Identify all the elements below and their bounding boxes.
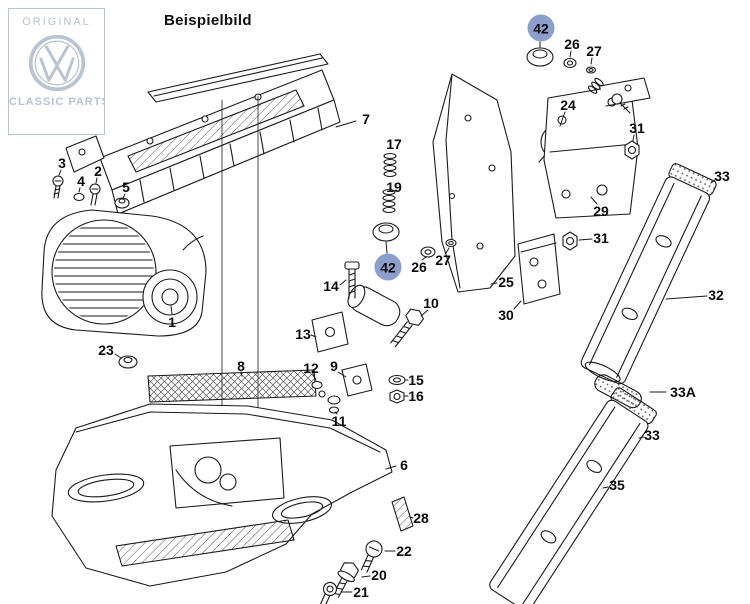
part-cover-strip <box>147 53 329 103</box>
part-label: 1 <box>168 314 176 330</box>
part-label: 15 <box>408 372 424 388</box>
part-6-dash-frame <box>51 403 393 587</box>
part-flap-cylinder <box>347 284 401 327</box>
part-label: 6 <box>400 457 408 473</box>
spring-top-right <box>587 77 604 94</box>
vw-logo-icon <box>28 34 85 92</box>
part-14-screw <box>344 261 360 299</box>
part-30-bracket <box>517 233 561 305</box>
part-19-spring <box>382 188 396 214</box>
part-label: 24 <box>560 97 576 113</box>
part-4-grommet <box>73 192 85 202</box>
part-label: 8 <box>237 358 245 374</box>
part-label: 31 <box>629 120 645 136</box>
part-label: 7 <box>362 111 370 127</box>
part-8-mesh-screen <box>147 369 317 403</box>
part-7-housing-shell <box>65 69 341 215</box>
part-label: 30 <box>498 307 514 323</box>
part-31-nut-lower <box>562 231 578 251</box>
part-label: 31 <box>593 230 609 246</box>
part-label: 20 <box>371 567 387 583</box>
part-23-grommet <box>118 355 138 369</box>
part-11-rings <box>327 395 341 414</box>
part-31-nut-upper <box>624 140 640 160</box>
part-label: 32 <box>708 287 724 303</box>
part-29-mounting-bracket <box>543 77 651 219</box>
part-label-highlighted: 42 <box>527 14 555 42</box>
part-label: 27 <box>435 252 451 268</box>
part-label: 14 <box>323 278 339 294</box>
screw-top-right <box>611 93 631 114</box>
part-label: 5 <box>122 179 130 195</box>
part-label: 26 <box>564 36 580 52</box>
part-label-highlighted: 42 <box>374 253 402 281</box>
part-label: 25 <box>498 274 514 290</box>
part-1-blower-assembly <box>41 209 207 337</box>
part-20-bolt <box>332 562 359 598</box>
part-label: 17 <box>386 136 402 152</box>
part-label: 4 <box>77 173 85 189</box>
watermark-original-text: ORIGINAL <box>22 16 91 28</box>
part-12-hardware <box>311 380 326 398</box>
part-label: 12 <box>303 360 319 376</box>
part-label: 33 <box>714 168 730 184</box>
part-17-clip <box>383 152 397 178</box>
watermark-classic-parts-text: CLASSIC PARTS <box>9 96 105 108</box>
part-2-screw <box>89 183 101 206</box>
part-label: 11 <box>331 413 347 429</box>
part-label: 13 <box>295 326 311 342</box>
part-15-washer <box>388 374 406 386</box>
part-label: 22 <box>396 543 412 559</box>
part-25-side-panel <box>432 73 516 293</box>
part-10-bolt <box>390 308 424 348</box>
part-3-screw <box>52 175 64 199</box>
part-42-grommet-top <box>526 47 554 67</box>
leader-lines <box>58 41 716 593</box>
part-label: 29 <box>593 203 609 219</box>
part-label: 28 <box>413 510 429 526</box>
part-22-screw <box>360 540 383 573</box>
part-label: 33A <box>670 384 696 400</box>
part-16-nut <box>389 389 405 404</box>
part-label: 10 <box>423 295 439 311</box>
part-label: 27 <box>586 43 602 59</box>
part-21-screw <box>319 581 338 604</box>
part-27-washer-top <box>585 66 597 74</box>
part-9-bracket <box>341 363 373 397</box>
part-35-air-channel-lower <box>489 387 657 604</box>
page-title: Beispielbild <box>164 12 252 29</box>
part-26-washer-center <box>420 246 436 258</box>
part-label: 9 <box>330 358 338 374</box>
part-label: 3 <box>58 155 66 171</box>
part-label: 23 <box>98 342 114 358</box>
part-label: 19 <box>386 179 402 195</box>
part-13-bracket <box>311 311 349 353</box>
part-5-grommet <box>114 197 130 209</box>
part-42-grommet-center <box>372 222 400 242</box>
part-label: 26 <box>411 259 427 275</box>
part-28-seal-strip <box>391 496 414 532</box>
part-27-washer-center <box>445 238 457 248</box>
part-26-washer-top <box>563 57 577 69</box>
vw-classic-parts-watermark: ORIGINAL CLASSIC PARTS <box>8 8 105 135</box>
part-label: 16 <box>408 388 424 404</box>
part-label: 21 <box>353 584 369 600</box>
part-label: 2 <box>94 163 102 179</box>
part-label: 35 <box>609 477 625 493</box>
part-label: 33 <box>644 427 660 443</box>
